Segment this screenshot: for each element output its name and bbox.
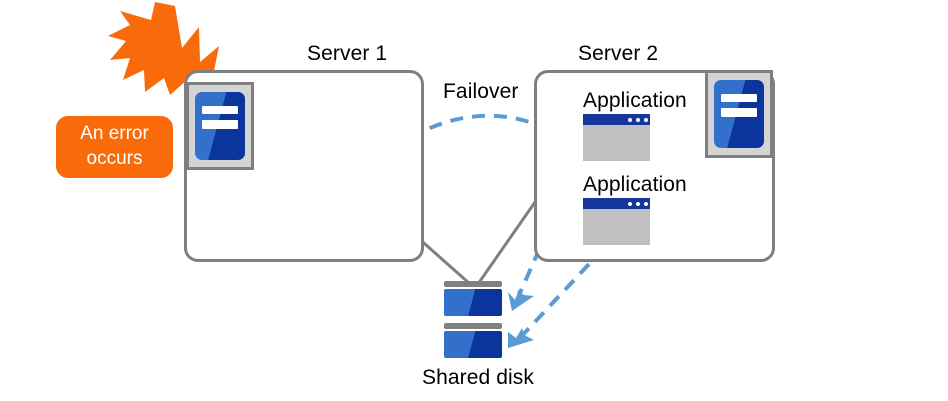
rack-server-icon-server2	[705, 70, 773, 158]
rack-server-bar-top	[202, 105, 238, 115]
disk-cap	[444, 323, 502, 329]
window-dot-icon	[635, 117, 640, 122]
rack-server-icon-server1	[186, 82, 254, 170]
application1-label: Application	[583, 89, 687, 112]
disk-unit-top	[444, 281, 502, 316]
failover-label: Failover	[443, 80, 519, 103]
server1-box	[184, 70, 424, 262]
disk-plate	[444, 289, 502, 316]
server1-title: Server 1	[307, 42, 388, 65]
application-window-titlebar	[583, 198, 650, 209]
rack-server-body	[714, 80, 764, 148]
error-badge-line1: An error	[80, 123, 149, 145]
failover-arrow	[409, 113, 552, 140]
shared-disk-label: Shared disk	[422, 366, 534, 389]
application2-label: Application	[583, 173, 687, 196]
error-badge: An error occurs	[56, 116, 173, 178]
application-window-icon-1	[583, 114, 650, 161]
window-dot-icon	[627, 117, 632, 122]
disk-cap	[444, 281, 502, 287]
application-window-titlebar	[583, 114, 650, 125]
server2-title: Server 2	[578, 42, 659, 65]
error-badge-line2: occurs	[86, 148, 143, 169]
app1-disk-arrowhead	[508, 290, 534, 311]
rack-server-bar-top	[721, 93, 757, 103]
application-window-icon-2	[583, 198, 650, 245]
window-dot-icon	[627, 201, 632, 206]
app2-disk-arrowhead	[508, 328, 534, 348]
rack-server-bar-bottom	[202, 119, 238, 129]
window-dot-icon	[643, 201, 648, 206]
rack-server-body	[195, 92, 245, 160]
rack-server-bar-bottom	[721, 107, 757, 117]
window-dot-icon	[635, 201, 640, 206]
disk-unit-bottom	[444, 323, 502, 358]
window-dot-icon	[643, 117, 648, 122]
shared-disk-icon	[444, 281, 502, 359]
disk-plate	[444, 331, 502, 358]
